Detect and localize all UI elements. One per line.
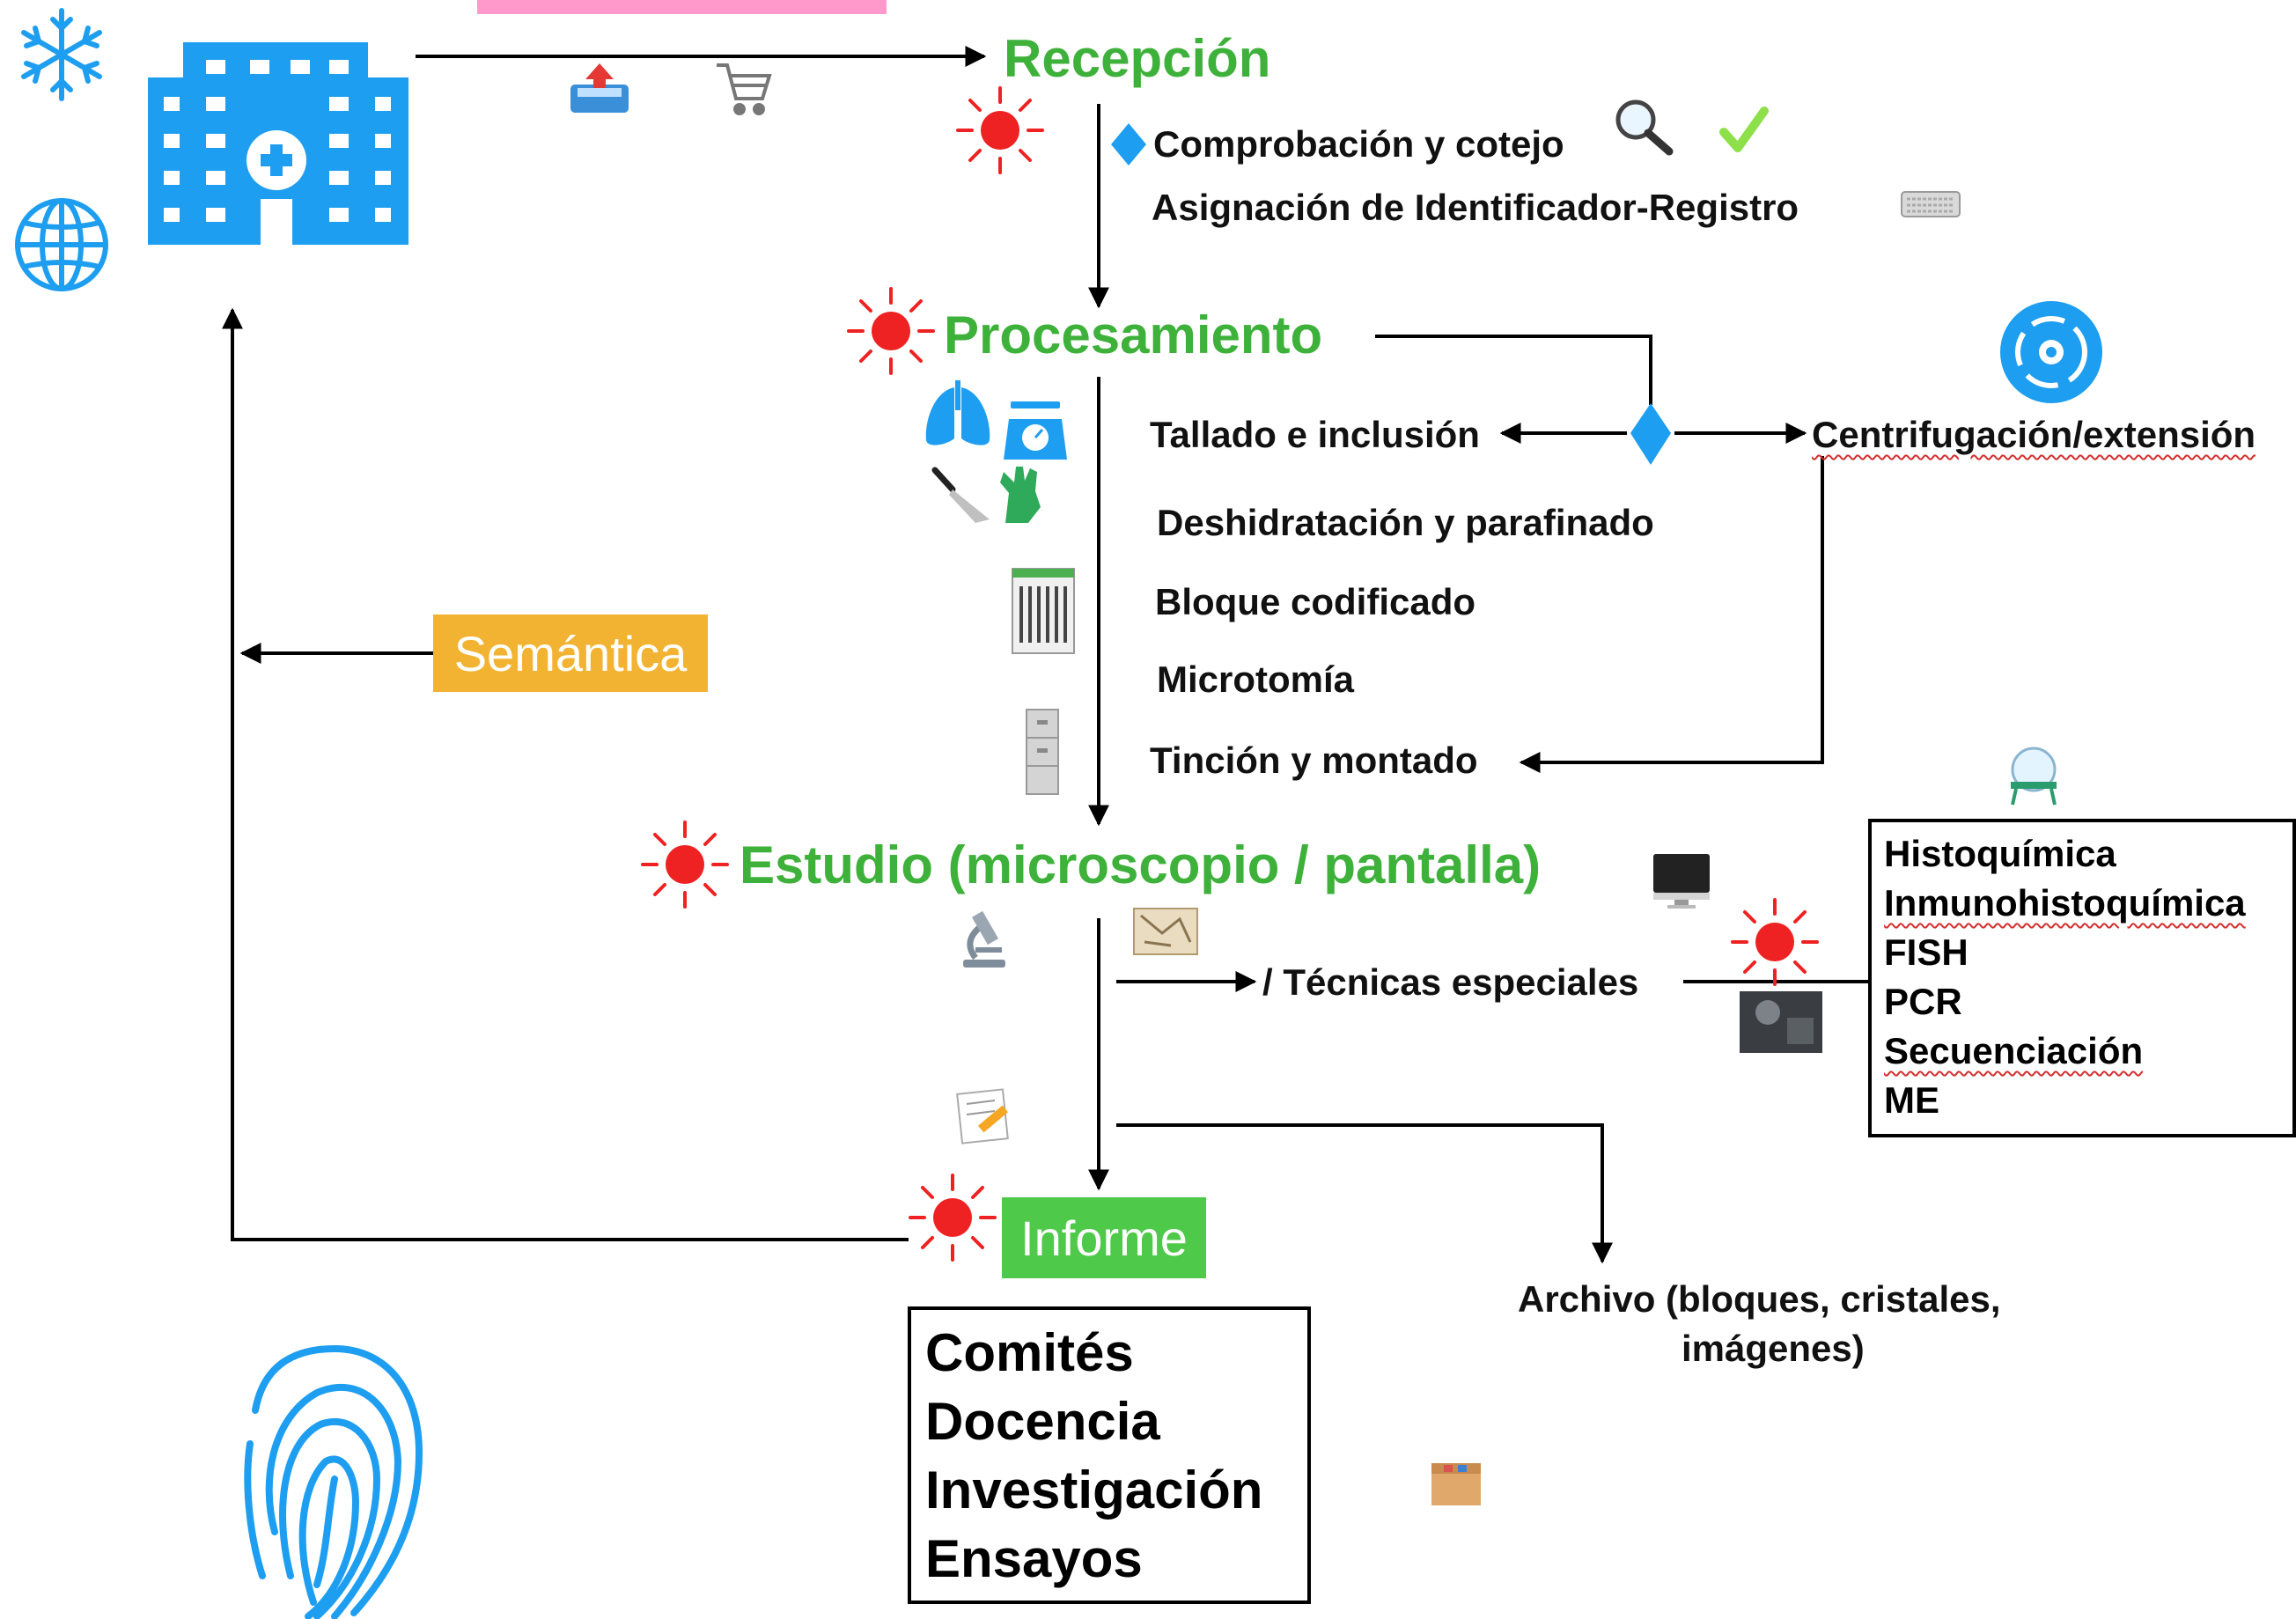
risk-sun-icon <box>909 1174 997 1262</box>
stage-study-label: Estudio (microscopio / pantalla) <box>740 835 1542 894</box>
step-centrifugation-label: Centrifugación/extensión <box>1812 414 2256 455</box>
decision-diamond-reception <box>1111 123 1146 166</box>
arrow-report-to-hospital <box>222 307 909 1241</box>
cassette-icon <box>1012 568 1075 654</box>
risk-sun-icon <box>641 821 729 909</box>
risk-sun-icon <box>1731 898 1819 986</box>
flask-icon <box>2011 747 2057 806</box>
fingerprint-icon <box>244 1344 423 1619</box>
magnifier-icon <box>1615 99 1674 156</box>
monitor-icon <box>1653 854 1710 909</box>
risk-sun-icon <box>956 86 1044 174</box>
technique-item: PCR <box>1884 981 1962 1022</box>
lab-photo-icon <box>1740 991 1822 1053</box>
snowflake-icon <box>21 8 102 101</box>
archive-label-line1: Archivo (bloques, cristales, <box>1518 1278 2001 1320</box>
microscope-icon <box>963 910 1005 968</box>
use-item: Ensayos <box>925 1529 1143 1588</box>
archive-label-line2: imágenes) <box>1682 1328 1865 1369</box>
stage-processing-label: Procesamiento <box>944 305 1323 364</box>
step-microtomy-label: Microtomía <box>1157 659 1355 700</box>
pencil-note-icon <box>956 1088 1009 1144</box>
hospital-icon <box>148 42 408 245</box>
step-staining-label: Tinción y montado <box>1150 740 1478 781</box>
scalpel-icon <box>931 467 990 523</box>
risk-sun-icon <box>847 287 935 375</box>
technique-item: FISH <box>1884 931 1969 973</box>
technique-item: Inmunohistoquímica <box>1884 882 2246 924</box>
arrow-to-archive <box>1116 1123 1613 1264</box>
step-assign-label: Asignación de Identificador-Registro <box>1152 187 1799 228</box>
step-check-label: Comprobación y cotejo <box>1153 123 1564 165</box>
glove-icon <box>1000 467 1041 523</box>
step-dehydration-label: Deshidratación y parafinado <box>1157 502 1654 543</box>
cabinet-icon <box>1026 709 1059 795</box>
checkmark-icon <box>1719 107 1769 152</box>
cart-icon <box>717 63 772 115</box>
top-color-bar <box>477 0 887 14</box>
arrow-centrifugation-to-staining <box>1519 456 1824 773</box>
step-grossing-label: Tallado e inclusión <box>1150 414 1480 455</box>
semantics-tag: Semántica <box>433 614 708 692</box>
lungs-icon <box>925 380 990 445</box>
stage-reception-label: Recepción <box>1004 29 1271 88</box>
decision-diamond-processing <box>1630 403 1671 465</box>
uses-box: Comités Docencia Investigación Ensayos <box>908 1306 1311 1604</box>
special-techniques-label: / Técnicas especiales <box>1262 961 1639 1003</box>
use-item: Docencia <box>925 1392 1160 1451</box>
slide-image-icon <box>1133 908 1198 955</box>
upload-tray-icon <box>570 63 629 113</box>
archive-box-icon <box>1431 1463 1481 1505</box>
keyboard-icon <box>1901 191 1961 217</box>
report-tag: Informe <box>1002 1197 1206 1278</box>
line-processing-branch <box>1375 335 1652 405</box>
step-block-label: Bloque codificado <box>1155 581 1476 622</box>
special-techniques-box: Histoquímica Inmunohistoquímica FISH PCR… <box>1868 819 2296 1137</box>
technique-item: ME <box>1884 1079 1939 1121</box>
use-item: Comités <box>925 1323 1134 1382</box>
globe-icon <box>15 198 108 291</box>
centrifuge-icon <box>2000 301 2102 403</box>
scale-icon <box>1004 401 1067 460</box>
technique-item: Histoquímica <box>1884 833 2116 874</box>
technique-item: Secuenciación <box>1884 1030 2144 1071</box>
use-item: Investigación <box>925 1461 1263 1520</box>
